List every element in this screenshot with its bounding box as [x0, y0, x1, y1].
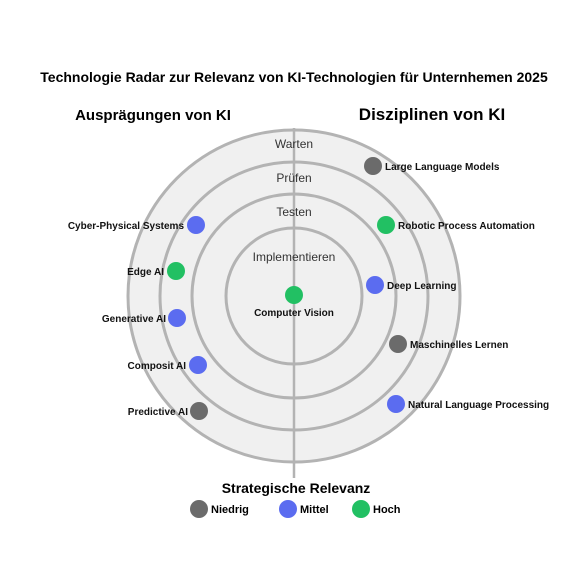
item-computer-vision: Computer Vision: [254, 286, 334, 319]
right-heading: Disziplinen von KI: [359, 105, 505, 124]
item-natural-language-processing: Natural Language Processing: [387, 395, 549, 413]
radar-title: Technologie Radar zur Relevanz von KI-Te…: [40, 69, 548, 85]
item-edge-ai: Edge AI: [127, 262, 185, 280]
legend-label: Hoch: [373, 504, 401, 516]
left-heading: Ausprägungen von KI: [75, 107, 231, 124]
item-robotic-process-automation: Robotic Process Automation: [377, 216, 535, 234]
relevance-dot: [168, 309, 186, 327]
relevance-dot: [167, 262, 185, 280]
item-label: Robotic Process Automation: [398, 221, 535, 232]
item-maschinelles-lernen: Maschinelles Lernen: [389, 335, 508, 353]
ring-label-testen: Testen: [276, 205, 311, 219]
item-label: Maschinelles Lernen: [410, 340, 508, 351]
item-label: Cyber-Physical Systems: [68, 221, 185, 232]
relevance-dot: [187, 216, 205, 234]
item-predictive-ai: Predictive AI: [128, 402, 208, 420]
item-large-language-models: Large Language Models: [364, 157, 500, 175]
ring-label-pruefen: Prüfen: [276, 171, 311, 185]
relevance-dot: [389, 335, 407, 353]
item-label: Large Language Models: [385, 162, 500, 173]
legend-dot: [279, 500, 297, 518]
item-label: Deep Learning: [387, 281, 456, 292]
ring-label-implementieren: Implementieren: [253, 250, 336, 264]
legend-title: Strategische Relevanz: [222, 480, 371, 496]
item-label: Computer Vision: [254, 308, 334, 319]
item-label: Generative AI: [102, 314, 166, 325]
relevance-dot: [377, 216, 395, 234]
legend-entry-hoch: Hoch: [352, 500, 401, 518]
relevance-dot: [190, 402, 208, 420]
item-deep-learning: Deep Learning: [366, 276, 456, 294]
ring-label-warten: Warten: [275, 137, 313, 151]
item-label: Natural Language Processing: [408, 400, 549, 411]
relevance-dot: [364, 157, 382, 175]
legend-dot: [352, 500, 370, 518]
legend-entry-mittel: Mittel: [279, 500, 329, 518]
item-composit-ai: Composit AI: [127, 356, 207, 374]
legend-label: Niedrig: [211, 504, 249, 516]
legend-entry-niedrig: Niedrig: [190, 500, 249, 518]
legend: Strategische Relevanz Niedrig Mittel Hoc…: [190, 480, 401, 518]
relevance-dot: [387, 395, 405, 413]
item-label: Composit AI: [127, 361, 186, 372]
relevance-dot: [285, 286, 303, 304]
legend-dot: [190, 500, 208, 518]
relevance-dot: [189, 356, 207, 374]
relevance-dot: [366, 276, 384, 294]
item-label: Predictive AI: [128, 407, 188, 418]
item-label: Edge AI: [127, 267, 164, 278]
item-generative-ai: Generative AI: [102, 309, 186, 327]
legend-label: Mittel: [300, 504, 329, 516]
item-cyber-physical-systems: Cyber-Physical Systems: [68, 216, 205, 234]
